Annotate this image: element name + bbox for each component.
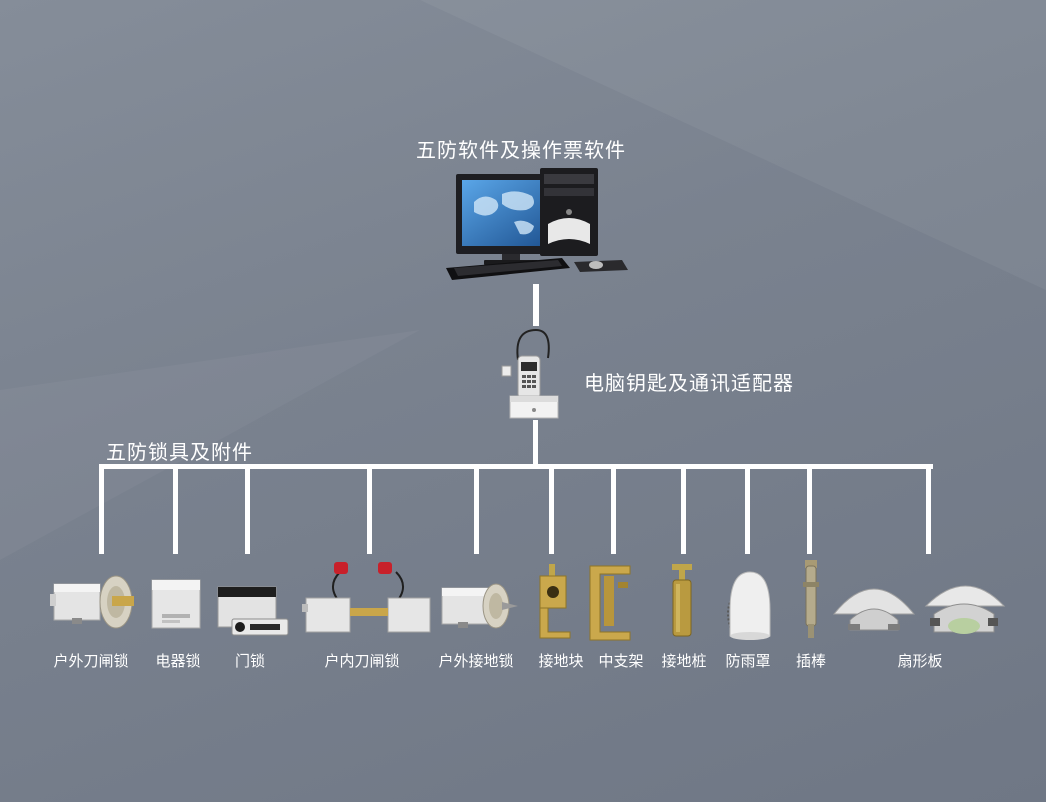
drop-line-11 — [926, 466, 931, 554]
item-label-9: 防雨罩 — [725, 652, 771, 670]
drop-line-1 — [99, 466, 104, 554]
rain-cover-icon — [727, 571, 771, 640]
item-label-10: 插棒 — [795, 652, 827, 670]
locks-accessories-title: 五防锁具及附件 — [106, 440, 253, 464]
drop-line-8 — [681, 466, 686, 554]
door-lock-icon — [217, 586, 289, 636]
indoor-disconnector-lock-icon — [302, 562, 431, 633]
item-label-6: 接地块 — [538, 652, 584, 670]
item-label-11: 扇形板 — [897, 652, 943, 670]
item-label-2: 电器锁 — [155, 652, 201, 670]
outdoor-grounding-lock-icon — [441, 583, 518, 629]
grounding-block-icon — [539, 564, 571, 639]
drop-line-6 — [549, 466, 554, 554]
item-label-4: 户内刀闸锁 — [324, 652, 400, 670]
drop-line-5 — [474, 466, 479, 554]
link-computer-to-key — [533, 284, 539, 326]
drop-line-4 — [367, 466, 372, 554]
item-label-3: 门锁 — [234, 652, 266, 670]
computer-key-title: 电脑钥匙及通讯适配器 — [584, 371, 794, 395]
electric-lock-icon — [151, 579, 201, 629]
item-label-1: 户外刀闸锁 — [53, 652, 129, 670]
item-label-5: 户外接地锁 — [438, 652, 514, 670]
drop-line-9 — [745, 466, 750, 554]
sector-plate-icon — [832, 585, 1006, 634]
item-label-8: 接地桩 — [661, 652, 707, 670]
grounding-post-icon — [672, 564, 692, 637]
drop-line-2 — [173, 466, 178, 554]
computer-icon — [446, 168, 628, 280]
item-label-7: 中支架 — [598, 652, 644, 670]
software-title: 五防软件及操作票软件 — [416, 138, 626, 162]
plug-rod-icon — [803, 560, 819, 638]
middle-bracket-icon — [589, 565, 631, 641]
drop-line-3 — [245, 466, 250, 554]
drop-line-10 — [807, 466, 812, 554]
link-key-to-bus — [533, 420, 538, 466]
outdoor-disconnector-lock-icon — [50, 575, 134, 629]
computer-key-device-icon — [501, 328, 559, 419]
drop-line-7 — [611, 466, 616, 554]
locks-bus-line — [99, 464, 933, 469]
